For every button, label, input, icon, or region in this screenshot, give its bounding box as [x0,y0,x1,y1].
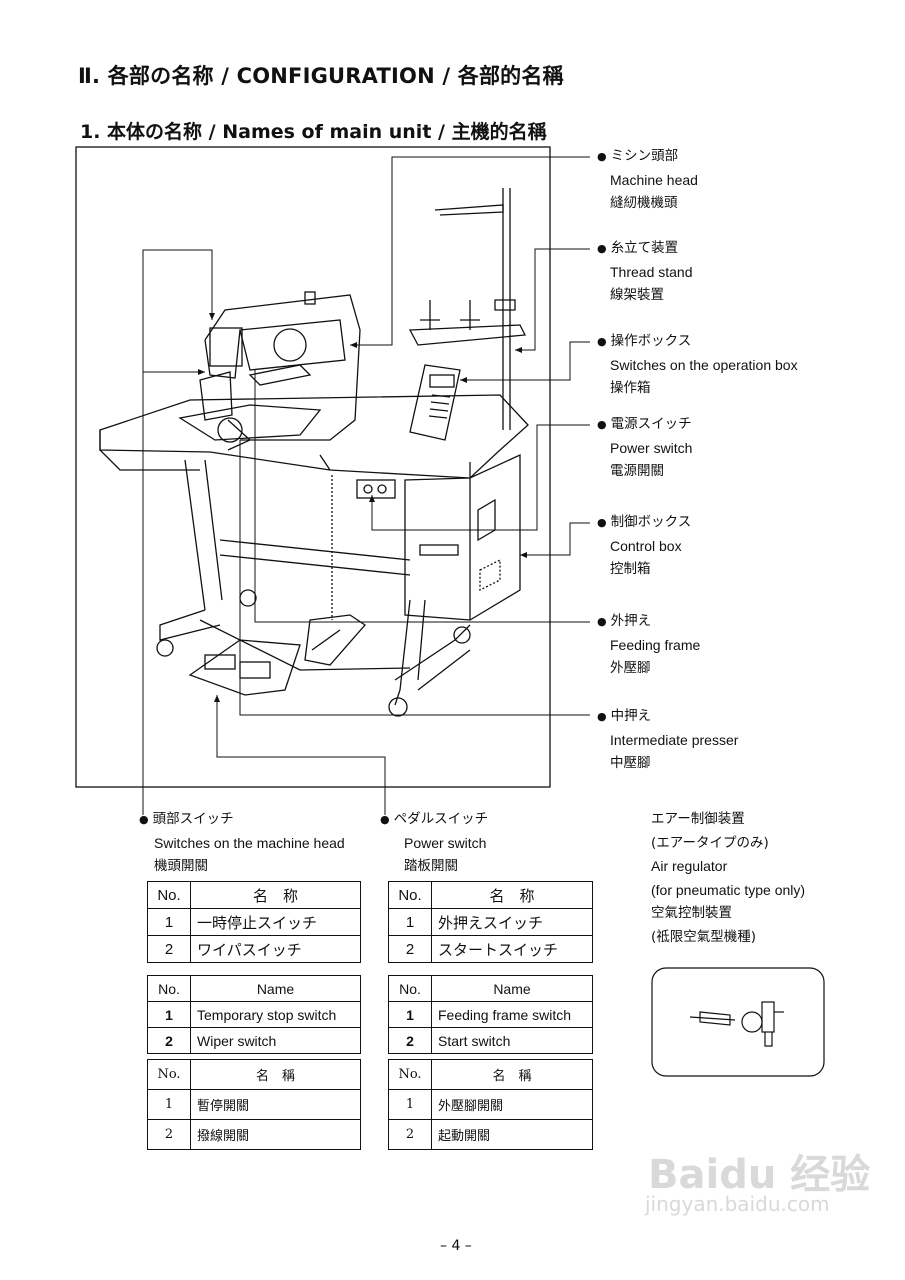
page-number: – 4 – [440,1238,472,1254]
label-power-switch: ●電源スイッチ Power switch 電源開關 [597,416,693,479]
label-intermediate-presser: ●中押え Intermediate presser 中壓腳 [597,708,739,771]
label-control-box: ●制御ボックス Control box 控制箱 [597,514,692,577]
bullet-icon: ● [139,813,149,826]
bullet-icon: ● [597,150,607,163]
watermark-brand: Baidu 经验 [648,1152,871,1198]
page-heading: Ⅱ. 各部の名称 / CONFIGURATION / 各部的名稱 [78,64,564,88]
bullet-icon: ● [597,710,607,723]
bullet-icon: ● [597,335,607,348]
label-feeding-frame: ●外押え Feeding frame 外壓腳 [597,613,701,676]
bullet-icon: ● [597,615,607,628]
air-regulator-drawing [689,1001,784,1047]
diagram-frame [75,146,551,788]
label-thread-stand: ●糸立て装置 Thread stand 線架裝置 [597,240,693,303]
label-air-regulator: エアー制御装置 (エアータイプのみ) Air regulator (for pn… [651,811,806,945]
label-head-switch: ●頭部スイッチ Switches on the machine head 機頭開… [139,811,345,874]
bullet-icon: ● [597,242,607,255]
section-heading: 1. 本体の名称 / Names of main unit / 主機的名稱 [80,121,547,143]
watermark-url: jingyan.baidu.com [645,1192,830,1216]
label-operation-box: ●操作ボックス Switches on the operation box 操作… [597,333,798,396]
bullet-icon: ● [380,813,390,826]
label-machine-head: ●ミシン頭部 Machine head 縫紉機機頭 [597,148,698,211]
bullet-icon: ● [597,516,607,529]
air-regulator-frame [651,967,825,1077]
bullet-icon: ● [597,418,607,431]
label-pedal-switch: ●ペダルスイッチ Power switch 踏板開關 [380,811,489,874]
